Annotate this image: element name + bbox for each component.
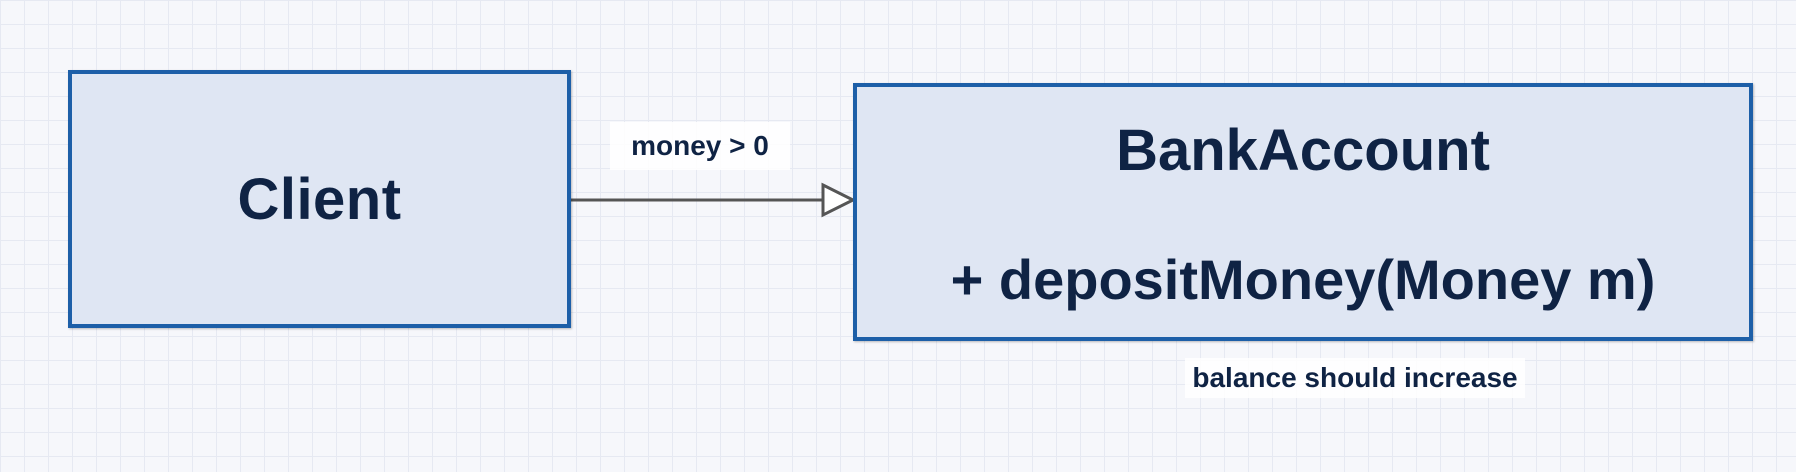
open-triangle-arrowhead-icon (821, 182, 857, 218)
bankaccount-node-title: BankAccount (1116, 118, 1490, 183)
bankaccount-method-label: + depositMoney(Money m) (950, 248, 1656, 311)
connector-label: money > 0 (610, 122, 790, 170)
client-node[interactable]: Client (68, 70, 571, 328)
client-node-title: Client (237, 166, 402, 232)
bankaccount-node[interactable]: BankAccount + depositMoney(Money m) (853, 83, 1753, 341)
postcondition-note: balance should increase (1185, 358, 1525, 398)
